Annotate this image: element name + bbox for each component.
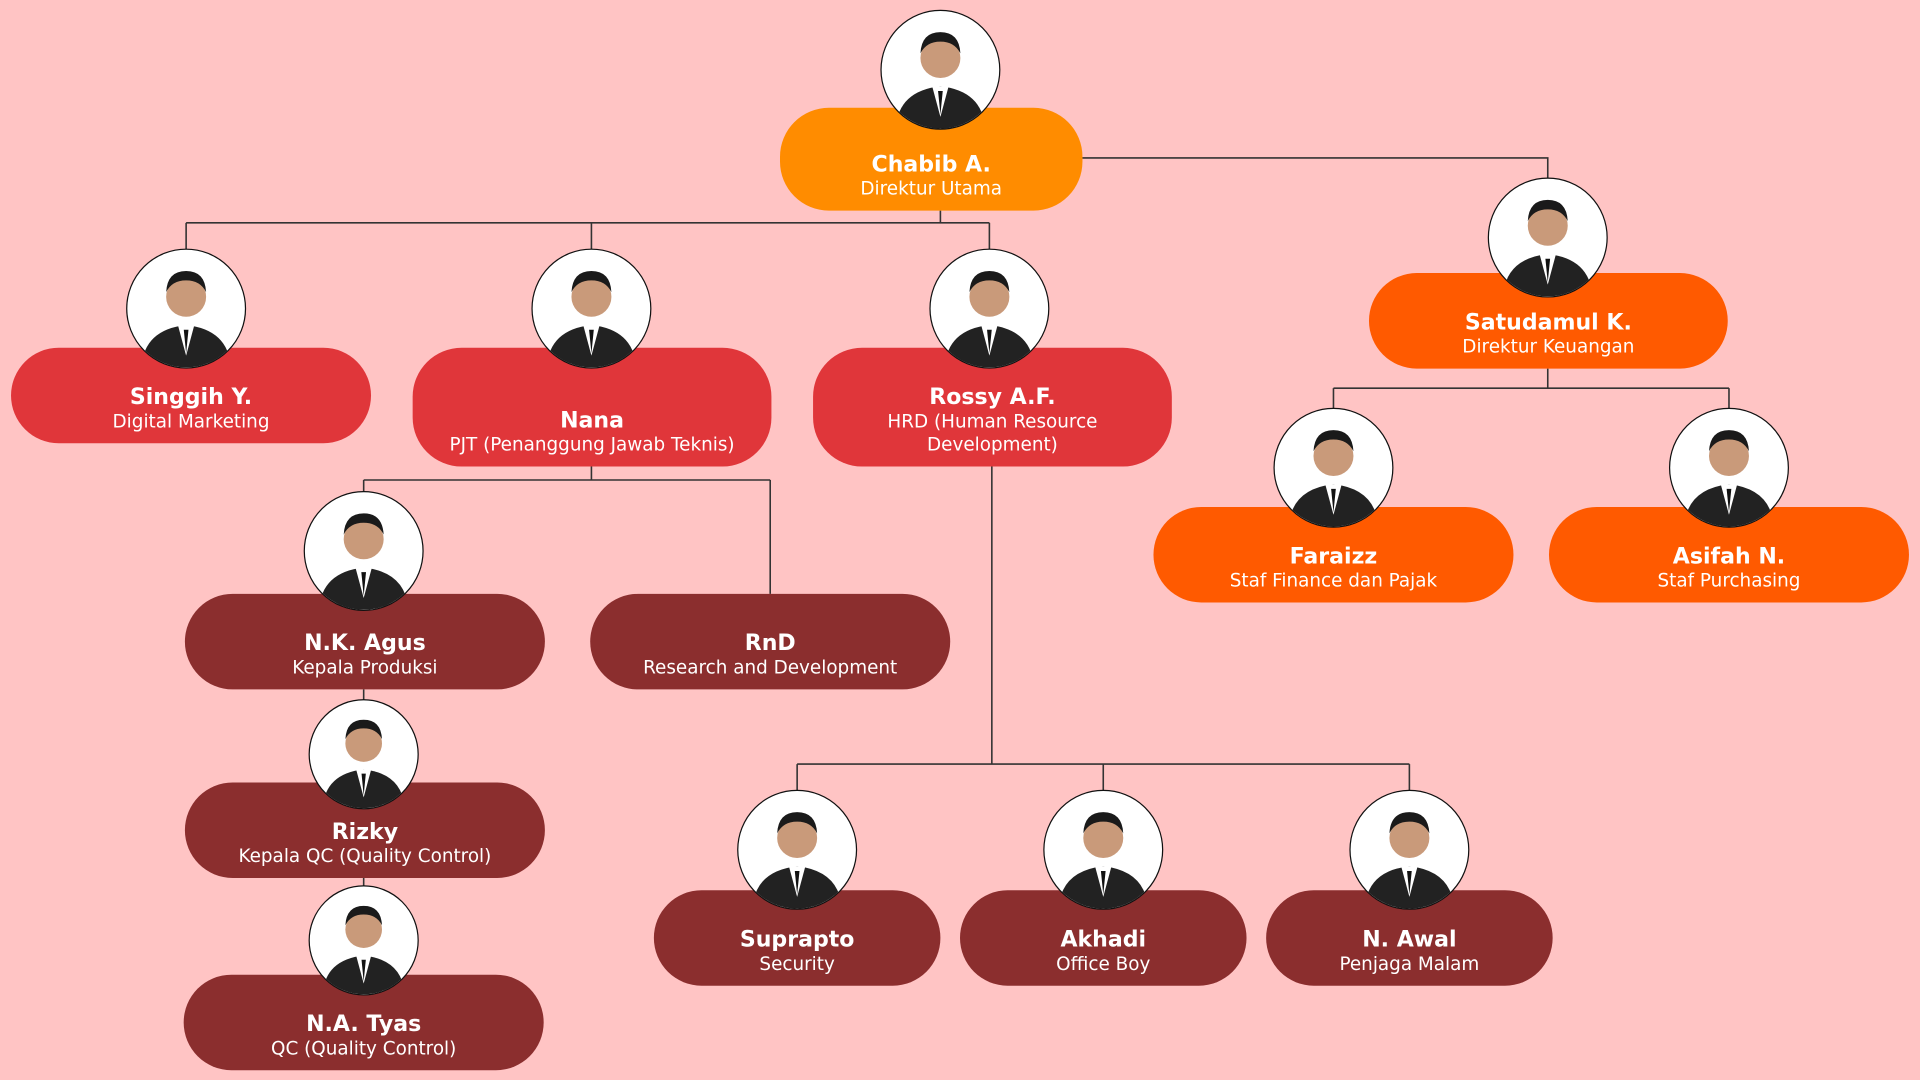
person-icon [1684,430,1774,527]
avatar-photo [1349,789,1470,910]
node-name: RnD [744,630,796,657]
avatar-photo [308,885,419,996]
node-role: Office Boy [1056,952,1151,975]
node-role: Penjaga Malam [1339,952,1480,975]
person-icon [895,32,986,129]
person-icon [546,270,637,368]
node-role: Security [759,952,835,975]
avatar-photo [303,491,424,612]
avatar-photo [126,248,247,369]
node-name: Nana [560,407,624,434]
person-icon [322,719,405,809]
avatar-photo [308,699,419,810]
node-role: Staf Purchasing [1657,569,1801,592]
avatar-photo [1668,407,1789,528]
node-asifah: Asifah N.Staf Purchasing [1548,506,1909,603]
node-role: Kepala Produksi [292,656,438,679]
node-name: Chabib A. [871,151,991,178]
node-name: Rizky [331,819,399,845]
avatar-photo [737,789,858,910]
person-icon [141,270,231,368]
avatar-photo [1487,177,1608,298]
node-role: Direktur Utama [860,177,1003,200]
avatar-photo [880,9,1001,130]
node-name: Singgih Y. [129,384,253,411]
node-role: QC (Quality Control) [271,1037,457,1060]
node-role: HRD (Human Resource Development) [887,410,1098,456]
person-icon [322,905,405,995]
node-name: Akhadi [1060,926,1147,953]
node-name: N. Awal [1362,926,1457,953]
node-name: Satudamul K. [1464,309,1632,336]
node-role: PJT (Penanggung Jawab Teknis) [449,433,735,456]
node-name: Rossy A.F. [929,384,1056,411]
node-name: N.A. Tyas [306,1011,422,1038]
node-role: Research and Development [643,656,898,679]
avatar-photo [1273,407,1394,528]
node-name: Asifah N. [1672,543,1786,570]
node-name: Suprapto [739,926,855,953]
person-icon [1364,812,1455,909]
person-icon [944,270,1035,368]
node-name: N.K. Agus [304,630,426,657]
node-role: Direktur Keuangan [1462,335,1635,358]
person-icon [319,513,409,610]
node-role: Kepala QC (Quality Control) [238,844,492,867]
avatar-photo [929,248,1050,369]
node-role: Digital Marketing [112,410,270,433]
avatar-photo [1043,789,1164,910]
person-icon [1503,199,1593,297]
person-icon [1288,430,1379,527]
avatar-photo [531,248,652,369]
person-icon [1058,812,1148,909]
node-name: Faraizz [1289,543,1378,570]
node-role: Staf Finance dan Pajak [1229,569,1438,592]
person-icon [752,812,842,909]
